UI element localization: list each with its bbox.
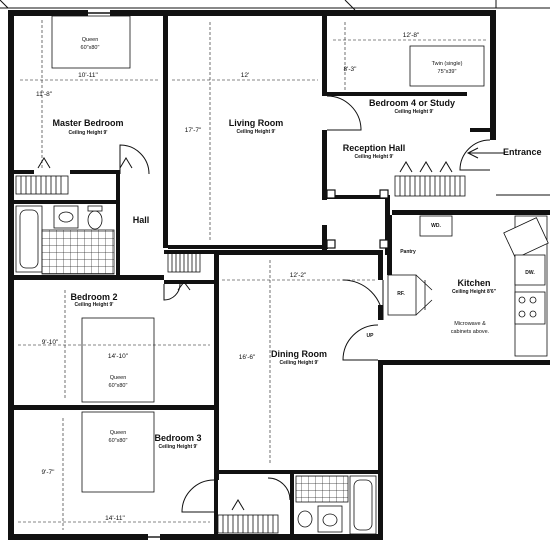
kitchen-ceiling: Ceiling Height 8'6": [451, 289, 497, 295]
bedroom3-width: 14'-11": [105, 515, 125, 522]
bedroom3-height: 9'-7": [41, 469, 55, 476]
living-room-width: 12': [240, 72, 250, 79]
bedroom4-height: 8'-3": [343, 66, 357, 73]
master-bedroom-width: 10'-11": [78, 72, 98, 79]
bedroom4-label: Bedroom 4 or Study: [368, 98, 456, 108]
dining-room-ceiling: Ceiling Height 9': [279, 360, 319, 366]
bedroom2-bed-type: Queen: [109, 375, 127, 381]
living-room-ceiling: Ceiling Height 9': [236, 129, 276, 135]
radiators: [15, 175, 466, 534]
hall-label: Hall: [132, 215, 150, 225]
bedroom4-width: 12'-8": [402, 32, 420, 39]
building-outline: [0, 0, 550, 196]
radiator-valves: [37, 157, 453, 511]
doors: [119, 95, 491, 513]
bedroom2-label: Bedroom 2: [70, 292, 118, 302]
master-bedroom-ceiling: Ceiling Height 9': [68, 130, 108, 136]
bath-fixtures: [15, 205, 377, 535]
master-bed-size: 60"x80": [80, 45, 100, 51]
master-bedroom-height: 11'-8": [35, 91, 53, 98]
bedroom3-ceiling: Ceiling Height 9': [158, 444, 198, 450]
dishwasher-label: DW.: [525, 270, 535, 276]
master-bedroom-label: Master Bedroom: [52, 118, 124, 128]
microwave-note-line1: Microwave &: [454, 321, 486, 327]
reception-hall-label: Reception Hall: [342, 143, 406, 153]
stairs-up-label: UP: [366, 333, 374, 339]
columns: [326, 189, 389, 249]
dining-room-height: 16'-6": [238, 354, 256, 361]
refrigerator-label: RF.: [397, 291, 405, 297]
bedroom3-label: Bedroom 3: [154, 433, 202, 443]
bedroom4-bed-type: Twin (single): [431, 61, 463, 67]
master-bed-type: Queen: [81, 37, 99, 43]
bedroom2-width: 14'-10": [107, 353, 129, 360]
bedroom3-bed-size: 60"x80": [108, 438, 128, 444]
bedroom4-ceiling: Ceiling Height 9': [394, 109, 434, 115]
bedroom2-height: 9'-10": [41, 339, 59, 346]
kitchen-fixtures: [387, 215, 549, 357]
living-room-height: 17'-7": [184, 127, 202, 134]
living-room-label: Living Room: [228, 118, 284, 128]
kitchen-label: Kitchen: [457, 278, 491, 288]
entrance-arrow: [466, 147, 505, 159]
dining-room-width: 12'-2": [289, 272, 307, 279]
beds: [51, 15, 485, 493]
pantry-label: Pantry: [400, 249, 416, 255]
windows: [10, 12, 494, 538]
reception-hall-ceiling: Ceiling Height 9': [354, 154, 394, 160]
bedroom4-bed-size: 75"x39": [437, 69, 457, 75]
bedroom3-bed-type: Queen: [109, 430, 127, 436]
dining-room-label: Dining Room: [271, 349, 327, 359]
bedroom2-ceiling: Ceiling Height 9': [74, 302, 114, 308]
microwave-note-line2: cabinets above.: [450, 329, 490, 335]
dimension-lines: [18, 20, 488, 530]
washer-dryer-label: WD.: [431, 223, 441, 229]
entrance-label: Entrance: [503, 147, 542, 157]
bedroom2-bed-size: 60"x80": [108, 383, 128, 389]
